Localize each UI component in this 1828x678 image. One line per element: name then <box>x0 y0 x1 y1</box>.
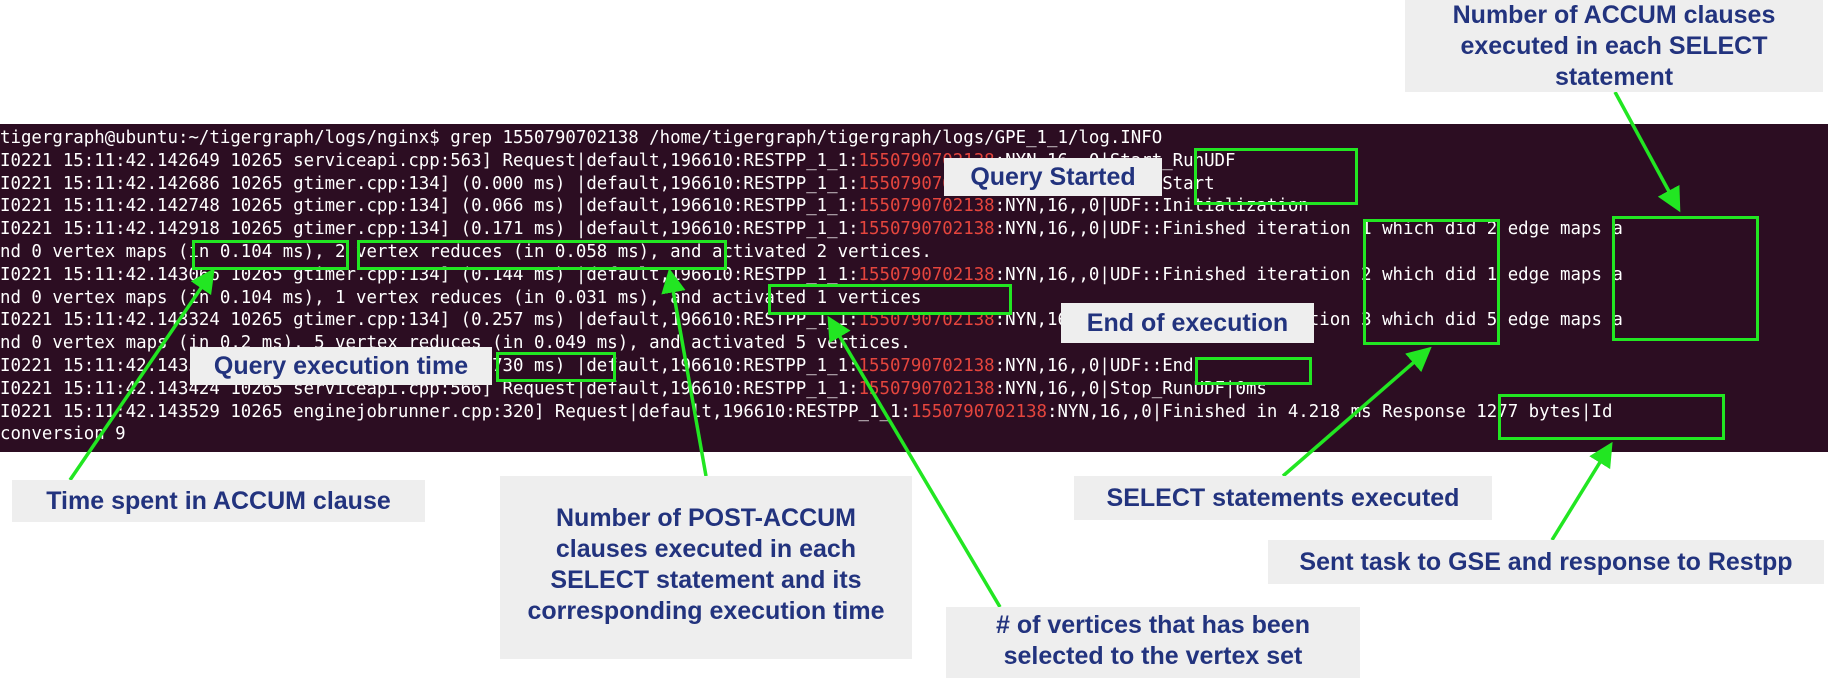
callout-post-accum: Number of POST-ACCUM clauses executed in… <box>500 476 912 659</box>
terminal-line: I0221 15:11:42.142686 10265 gtimer.cpp:1… <box>0 173 1215 195</box>
log-text-suffix: :NYN,16,,0|UDF::Finished iteration 1 whi… <box>994 219 1623 240</box>
highlight-accum-time <box>192 240 349 270</box>
callout-time-accum: Time spent in ACCUM clause <box>12 480 425 522</box>
terminal-line: conversion 9 <box>0 423 126 445</box>
query-id: 1550790702138 <box>858 219 995 240</box>
arrow-sent-task <box>1550 441 1613 541</box>
callout-sent-task: Sent task to GSE and response to Restpp <box>1268 540 1824 584</box>
log-text-suffix: :NYN,16,,0|UDF::Finished iteration 2 whi… <box>994 264 1623 285</box>
callout-query-started: Query Started <box>944 158 1162 196</box>
log-text: conversion 9 <box>0 424 126 445</box>
terminal-line: I0221 15:11:42.142748 10265 gtimer.cpp:1… <box>0 195 1309 217</box>
highlight-activated <box>768 284 1012 315</box>
log-text-suffix: :NYN,16,,0|UDF::Initialization <box>994 196 1309 217</box>
highlight-iterations <box>1363 219 1500 345</box>
log-text: I0221 15:11:42.142649 10265 serviceapi.c… <box>0 150 859 171</box>
log-text: I0221 15:11:42.142686 10265 gtimer.cpp:1… <box>0 173 859 194</box>
log-text: I0221 15:11:42.142918 10265 gtimer.cpp:1… <box>0 219 859 240</box>
terminal-line: I0221 15:11:42.142649 10265 serviceapi.c… <box>0 150 1235 172</box>
query-id: 1550790702138 <box>858 196 995 217</box>
terminal-line: nd 0 vertex maps (in 0.104 ms), 2 vertex… <box>0 241 932 263</box>
log-text: tigergraph@ubuntu:~/tigergraph/logs/ngin… <box>0 128 1163 148</box>
query-id: 1550790702138 <box>858 264 995 285</box>
highlight-vertex-reduces <box>357 240 727 270</box>
terminal-line: I0221 15:11:42.143529 10265 enginejobrun… <box>0 401 1612 423</box>
callout-select-statements: SELECT statements executed <box>1074 476 1492 520</box>
highlight-edge-maps <box>1612 216 1759 341</box>
log-text: I0221 15:11:42.143529 10265 enginejobrun… <box>0 401 911 422</box>
log-text: nd 0 vertex maps (in 0.104 ms), 2 vertex… <box>0 242 932 262</box>
callout-accum-count: Number of ACCUM clauses executed in each… <box>1405 0 1823 92</box>
callout-query-execution-time: Query execution time <box>190 347 492 385</box>
terminal-line: tigergraph@ubuntu:~/tigergraph/logs/ngin… <box>0 127 1162 149</box>
highlight-udf-end <box>1195 357 1312 385</box>
query-id: 1550790702138 <box>858 378 995 399</box>
highlight-execution-time <box>496 352 616 382</box>
highlight-start-runudf <box>1194 148 1358 205</box>
log-text: I0221 15:11:42.143324 10265 gtimer.cpp:1… <box>0 310 859 331</box>
query-id: 1550790702138 <box>910 401 1048 422</box>
log-text-suffix: :NYN,16,,0|UDF::End <box>994 356 1194 376</box>
log-text: I0221 15:11:42.142748 10265 gtimer.cpp:1… <box>0 196 859 217</box>
highlight-response <box>1498 394 1725 440</box>
callout-vertices-selected: # of vertices that has been selected to … <box>946 607 1360 678</box>
query-id: 1550790702138 <box>858 356 995 376</box>
callout-end-of-execution: End of execution <box>1061 303 1314 343</box>
terminal-line: I0221 15:11:42.142918 10265 gtimer.cpp:1… <box>0 218 1623 240</box>
